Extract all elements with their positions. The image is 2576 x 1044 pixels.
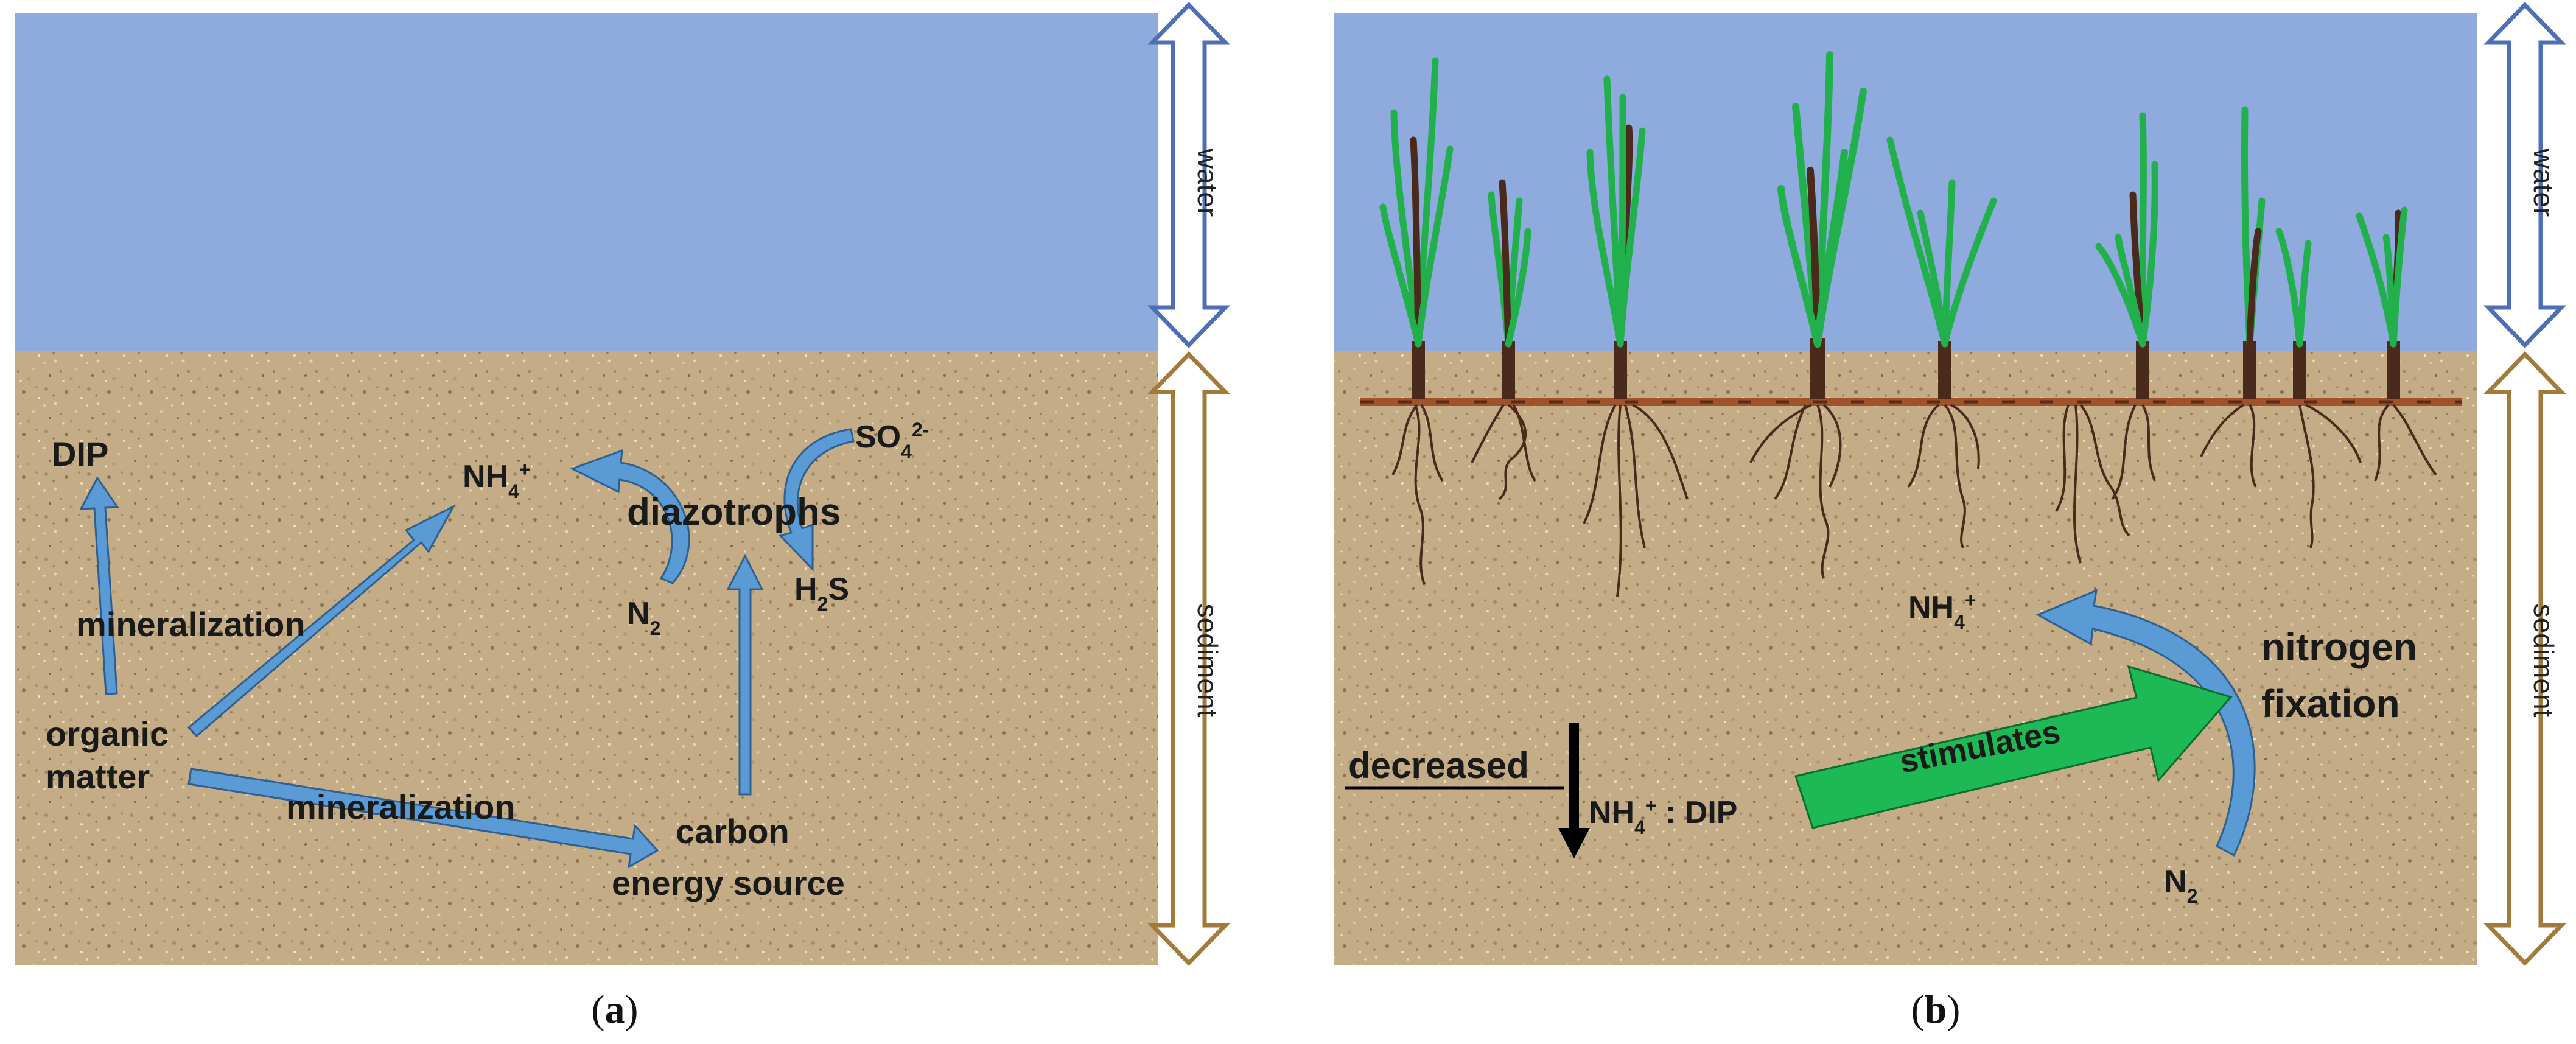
so4-label: SO42- (855, 419, 929, 463)
arrow-organic-to-carbon (187, 768, 659, 869)
sediment-layer (1334, 351, 2477, 965)
n2-label: N2 (627, 596, 660, 639)
sediment-scale-arrow: sediment (2483, 351, 2567, 967)
decreased-label: decreased (1348, 745, 1529, 786)
sediment-scale-arrow: sediment (1147, 351, 1231, 967)
plant (1749, 51, 1867, 579)
sediment-scale-label: sediment (2528, 604, 2560, 718)
seagrass-plants (1379, 51, 2437, 597)
plant (1886, 136, 1997, 548)
water-scale-arrow: water (1147, 1, 1231, 349)
carbon-energy-label: carbon energy source (612, 812, 845, 902)
water-scale-label: water (2528, 148, 2560, 217)
sediment-layer (15, 351, 1158, 965)
plant (2055, 404, 2130, 537)
flow-arrows (79, 428, 855, 869)
n2-label: N2 (2164, 864, 2197, 907)
plant (2200, 106, 2266, 488)
h2s-label: H2S (794, 572, 849, 615)
panel-b-caption: (b) (1911, 987, 1961, 1032)
deep-root (2073, 404, 2082, 564)
nh4-label: NH4+ (1908, 589, 1976, 633)
panel-a-caption: (a) (592, 987, 639, 1032)
plant (1583, 75, 1689, 597)
mineralization-lower-label: mineralization (286, 788, 516, 826)
dip-label: DIP (52, 435, 108, 473)
mineralization-upper-label: mineralization (76, 605, 306, 643)
plant (2275, 228, 2362, 548)
stimulates-arrow (1794, 665, 2233, 829)
plant (1379, 57, 1454, 585)
ratio-label: NH4+ : DIP (1589, 794, 1738, 838)
organic-matter-label: organic matter (46, 715, 178, 796)
plant (1471, 179, 1536, 500)
arrow-organic-to-nh4 (187, 504, 456, 738)
water-scale-arrow: water (2483, 1, 2567, 349)
nitrogen-fixation-label: nitrogen fixation (2261, 625, 2428, 726)
nh4-label: NH4+ (463, 458, 531, 502)
panel-b: stimulates decreased NH4+ : DIP NH4+ nit… (1334, 1, 2567, 1032)
arrow-n2-to-nh4-curved (570, 449, 690, 584)
sediment-scale-label: sediment (1192, 604, 1223, 718)
water-layer (1334, 13, 2477, 351)
plant (2095, 112, 2158, 500)
water-scale-label: water (1192, 148, 1223, 217)
arrow-so4-to-h2s-curved (779, 428, 855, 572)
arrow-carbon-to-diazotrophs (726, 553, 764, 796)
water-layer (15, 13, 1158, 351)
diazotrophs-label: diazotrophs (627, 491, 841, 533)
plant (2356, 206, 2437, 482)
arrow-organic-to-dip (79, 476, 119, 695)
decreased-arrow (1558, 723, 1590, 858)
panel-a: DIP NH4+ SO42- diazotrophs H2S N2 minera… (15, 1, 1231, 1032)
arrow-n2-to-nh4-curved (2035, 589, 2256, 857)
